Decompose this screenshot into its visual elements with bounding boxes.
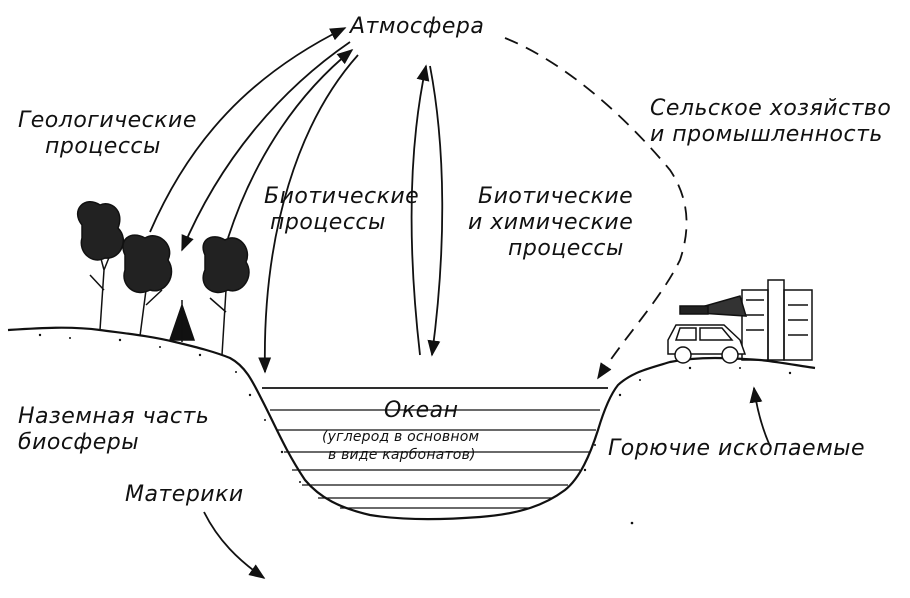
industry-illustration — [667, 279, 813, 364]
label-biochem-line1: Биотические — [478, 184, 634, 209]
label-fossil-fuels: Горючие ископаемые — [608, 436, 866, 461]
arrow-ocean-to-atmosphere — [410, 64, 430, 356]
label-ocean-note-line1: (углерод в основном — [322, 429, 480, 445]
label-land-line2: биосферы — [18, 430, 140, 455]
ocean-water — [262, 387, 608, 509]
label-agriculture-line2: и промышленность — [650, 122, 883, 147]
label-agriculture-line1: Сельское хозяйство — [650, 96, 892, 121]
label-biochem-line3: процессы — [508, 236, 624, 261]
label-atmosphere: Атмосфера — [350, 14, 485, 39]
dashed-industry-loop — [504, 37, 688, 380]
arrow-geological-up — [149, 27, 347, 233]
land-stipple — [38, 333, 792, 525]
label-ocean-note-line2: в виде карбонатов) — [328, 447, 476, 463]
arrow-atmosphere-to-ocean — [258, 54, 359, 374]
arrow-continents-down — [203, 511, 266, 579]
trees — [76, 201, 250, 356]
arrow-atmosphere-to-ocean-lens — [427, 65, 444, 357]
arrow-biotic-land-up — [227, 48, 354, 239]
label-biochem-line2: и химические — [468, 210, 634, 235]
arrow-atmosphere-to-land — [181, 41, 351, 252]
label-ocean: Океан — [384, 398, 459, 423]
label-geological-line1: Геологические — [18, 108, 197, 133]
label-geological-line2: процессы — [45, 134, 161, 159]
label-biotic-line1: Биотические — [264, 184, 420, 209]
terrain-outline — [7, 326, 816, 521]
label-continents: Материки — [125, 482, 244, 507]
arrow-fossil-fuels-up — [749, 386, 771, 447]
label-land-line1: Наземная часть — [18, 404, 210, 429]
label-biotic-line2: процессы — [270, 210, 386, 235]
